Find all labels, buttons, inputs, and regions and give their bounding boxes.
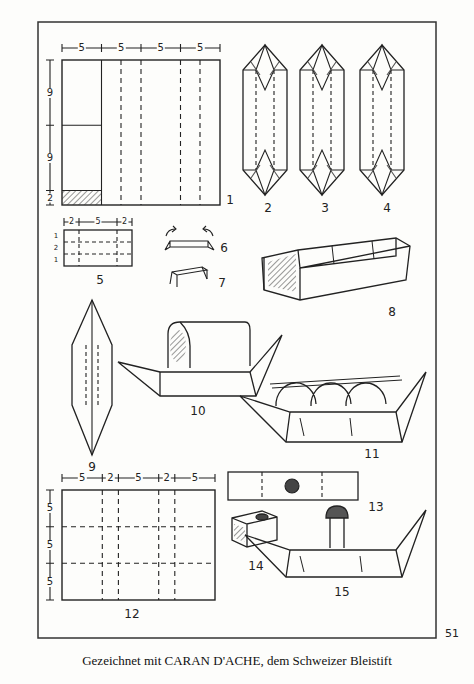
figure-5	[64, 218, 132, 266]
figure-3	[300, 45, 344, 195]
figure-number: 14	[247, 560, 264, 572]
figure-number: 7	[217, 277, 227, 289]
dimension-label: 5	[46, 503, 54, 513]
dimension-label: 5	[46, 577, 54, 587]
dimension-label: 1	[53, 233, 59, 240]
dimension-label: 5	[78, 473, 86, 483]
dimension-label: 2	[121, 218, 128, 226]
figure-14	[232, 511, 277, 547]
dimension-label: 9	[46, 153, 54, 163]
figure-number: 3	[320, 202, 330, 214]
dimension-label: 2	[68, 218, 75, 226]
figure-6	[165, 226, 214, 250]
figure-13	[228, 472, 358, 500]
figure-number: 4	[382, 202, 392, 214]
dimension-label: 5	[157, 43, 165, 53]
dimension-label: 2	[46, 194, 54, 203]
page-number: 51	[444, 628, 460, 639]
figure-number: 11	[363, 448, 380, 460]
figure-number: 9	[87, 461, 97, 473]
figure-number: 8	[387, 306, 397, 318]
figure-10	[118, 322, 282, 396]
dimension-label: 2	[106, 473, 114, 483]
dimension-label: 5	[117, 43, 125, 53]
dimension-label: 2	[163, 473, 171, 483]
figure-9	[72, 300, 112, 455]
figure-2	[243, 45, 287, 195]
figure-7	[170, 267, 207, 287]
caption: Gezeichnet mit CARAN D'ACHE, dem Schweiz…	[82, 653, 392, 669]
figure-number: 5	[95, 274, 105, 286]
dimension-label: 9	[46, 88, 54, 98]
dimension-label: 5	[191, 473, 199, 483]
figure-4	[360, 45, 404, 195]
figure-12	[46, 474, 215, 600]
dimension-label: 2	[53, 245, 59, 252]
dimension-label: 5	[46, 540, 54, 550]
figure-number: 12	[123, 608, 140, 620]
dimension-label: 5	[94, 218, 101, 226]
dimension-label: 5	[78, 43, 86, 53]
figure-number: 1	[225, 194, 235, 206]
figure-15	[245, 506, 426, 577]
figure-8	[262, 238, 410, 300]
figure-number: 6	[219, 242, 229, 254]
figure-number: 10	[189, 405, 206, 417]
dimension-label: 5	[134, 473, 142, 483]
figure-number: 15	[333, 586, 350, 598]
figure-number: 13	[367, 501, 384, 513]
dimension-label: 5	[196, 43, 204, 53]
figure-11	[240, 372, 426, 442]
dimension-label: 1	[53, 257, 59, 264]
figure-number: 2	[263, 202, 273, 214]
figure-1	[46, 44, 220, 205]
